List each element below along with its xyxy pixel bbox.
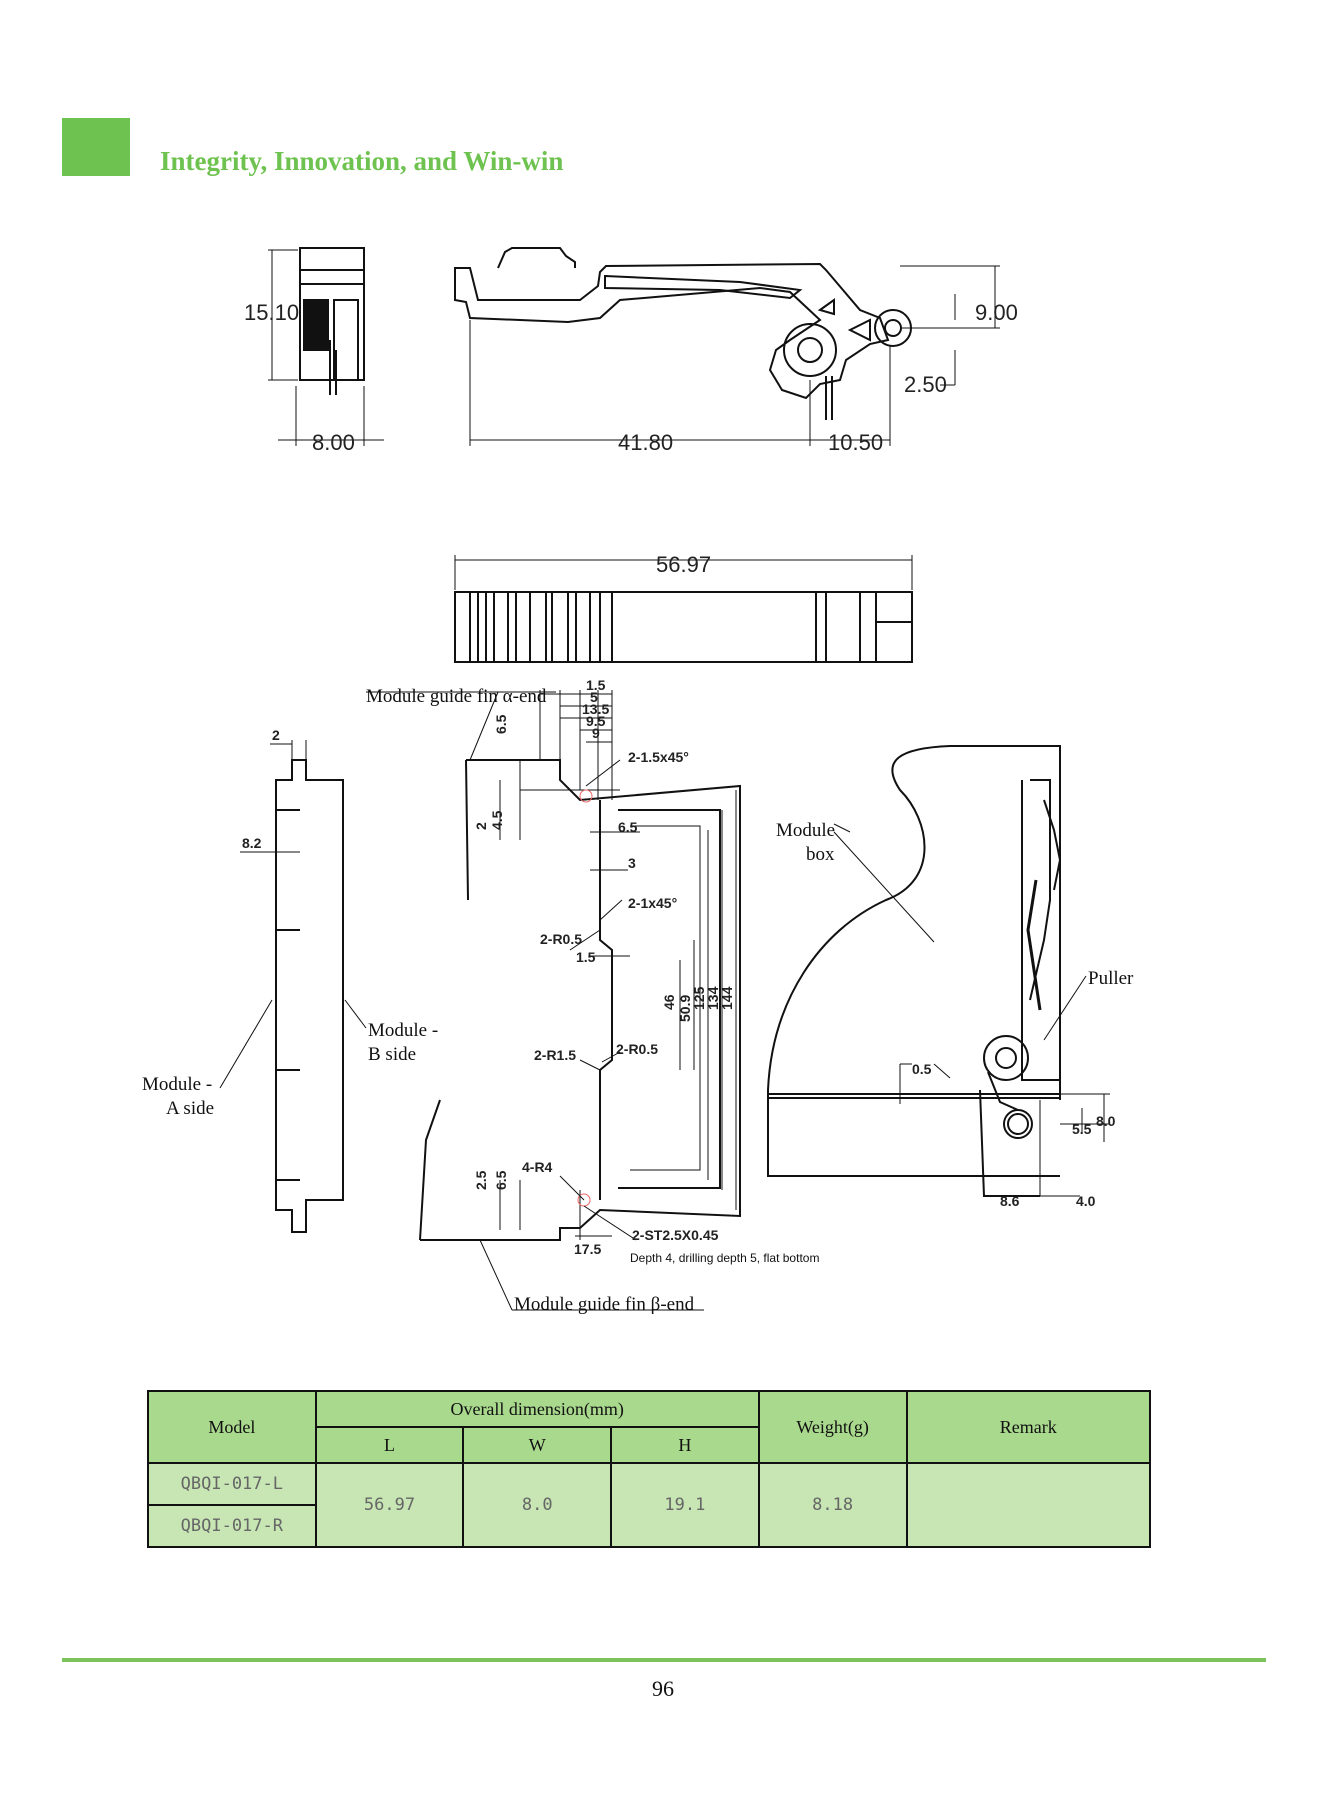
th-h: H	[610, 1426, 760, 1464]
dim-label: 6.5	[493, 1170, 509, 1190]
dim-label: 2	[473, 822, 489, 830]
dim-label: 5	[590, 689, 598, 705]
dim-8-0: 8.0	[1096, 1113, 1116, 1129]
th-remark: Remark	[905, 1390, 1151, 1464]
dim-label: 2-R0.5	[616, 1041, 658, 1057]
label-a-side-1: Module -	[142, 1074, 212, 1095]
th-model: Model	[147, 1390, 317, 1464]
dim-length: 41.80	[618, 430, 673, 455]
label-puller: Puller	[1088, 968, 1134, 989]
footer-divider	[62, 1658, 1266, 1662]
technical-drawing: 15.10 8.00 41.80 10.50 9.00 2.50	[142, 247, 1134, 1315]
note-depth: Depth 4, drilling depth 5, flat bottom	[630, 1251, 819, 1265]
dim-label: 2-R1.5	[534, 1047, 576, 1063]
dim-label: 6.5	[493, 714, 509, 734]
dim-label: 9.5	[586, 713, 606, 729]
dim-label: 4-R4	[522, 1159, 553, 1175]
dim-label: 9	[592, 725, 600, 741]
dim-label: 134	[705, 986, 721, 1010]
dim-label: 46	[661, 994, 677, 1010]
dim-label: 2-1.5x45°	[628, 749, 689, 765]
value-remark	[905, 1462, 1151, 1548]
label-fin-alpha: Module guide fin α-end	[366, 686, 547, 707]
dim-v1: 9.00	[975, 300, 1018, 325]
dim-label: 2-ST2.5X0.45	[632, 1227, 719, 1243]
label-box-2: box	[806, 844, 835, 865]
page-title: Integrity, Innovation, and Win-win	[160, 146, 564, 176]
top-view	[454, 555, 913, 663]
dim-label: 2-1x45°	[628, 895, 677, 911]
dim-8-2: 8.2	[242, 835, 262, 851]
dim-label: 13.5	[582, 701, 609, 717]
th-overall: Overall dimension(mm)	[314, 1390, 760, 1428]
dim-label: 2-R0.5	[540, 931, 582, 947]
side-view	[454, 247, 1000, 446]
assembly-view	[767, 745, 1110, 1197]
dim-label: 125	[691, 986, 707, 1010]
dim-label: 4.5	[489, 810, 505, 830]
model-cell: QBQI-017-L	[147, 1462, 317, 1506]
dim-label: 6.5	[618, 819, 638, 835]
dim-4-0: 4.0	[1076, 1193, 1096, 1209]
guide-fin-section	[366, 690, 741, 1311]
label-b-side-1: Module -	[368, 1020, 438, 1041]
dim-8-6: 8.6	[1000, 1193, 1020, 1209]
dim-total-length: 56.97	[656, 552, 711, 577]
end-view	[268, 247, 384, 446]
dim-label: 17.5	[574, 1241, 601, 1257]
dim-height: 15.10	[244, 300, 299, 325]
value-w: 8.0	[462, 1462, 613, 1548]
th-w: W	[462, 1426, 613, 1464]
th-l: L	[314, 1426, 465, 1464]
label-a-side-2: A side	[166, 1098, 214, 1119]
value-weight: 8.18	[757, 1462, 908, 1548]
spec-table: Model Overall dimension(mm) Weight(g) Re…	[147, 1390, 1151, 1548]
dim-label: 50.9	[677, 995, 693, 1022]
dim-label: 1.5	[576, 949, 596, 965]
header-accent-block	[62, 118, 130, 176]
label-b-side-2: B side	[368, 1044, 416, 1065]
dim-2: 2	[272, 727, 280, 743]
dim-width: 8.00	[312, 430, 355, 455]
ab-side-view	[219, 740, 367, 1233]
page-number: 96	[652, 1676, 674, 1701]
dim-label: 144	[719, 986, 735, 1010]
th-weight: Weight(g)	[757, 1390, 908, 1464]
dim-label: 2.5	[473, 1170, 489, 1190]
dim-label: 3	[628, 855, 636, 871]
dim-5-5: 5.5	[1072, 1121, 1092, 1137]
model-cell: QBQI-017-R	[147, 1504, 317, 1548]
value-h: 19.1	[610, 1462, 760, 1548]
dim-label: 1.5	[586, 677, 606, 693]
dim-v2: 2.50	[904, 372, 947, 397]
value-l: 56.97	[314, 1462, 465, 1548]
dim-0-5: 0.5	[912, 1061, 932, 1077]
label-fin-beta: Module guide fin β-end	[514, 1294, 695, 1315]
label-box-1: Module	[776, 820, 835, 841]
dim-offset: 10.50	[828, 430, 883, 455]
